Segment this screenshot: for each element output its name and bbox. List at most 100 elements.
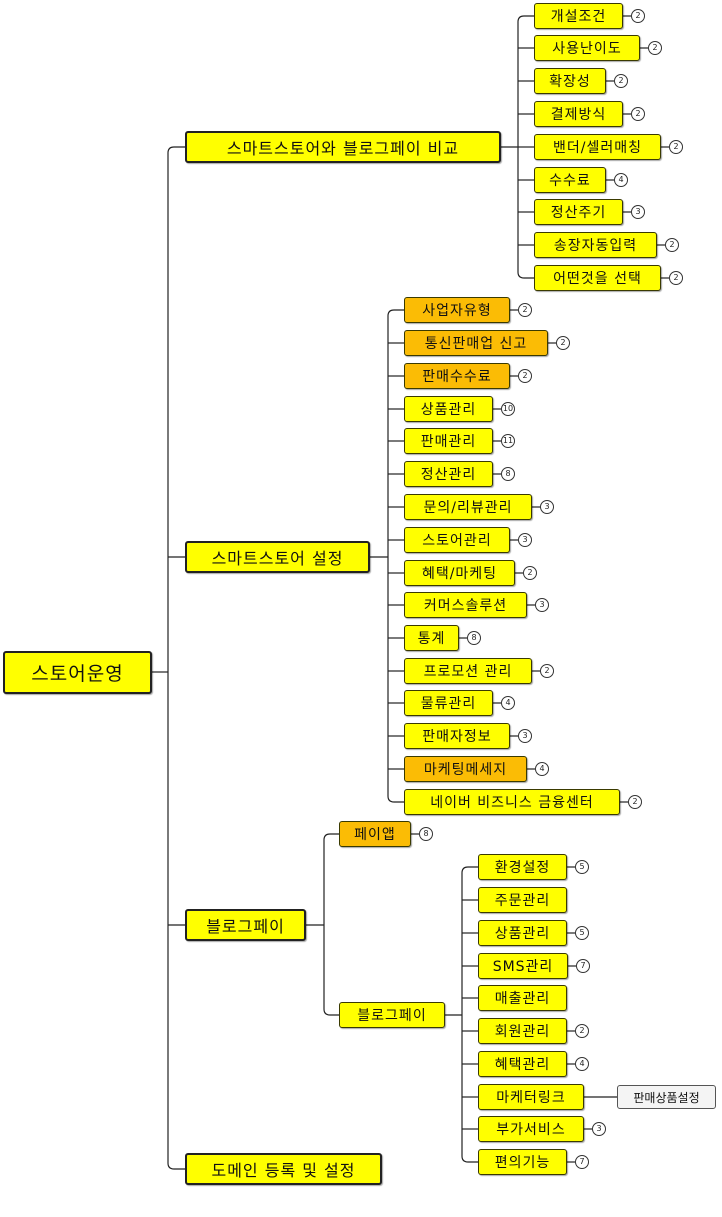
store-setting-item[interactable]: 네이버 비즈니스 금융센터 bbox=[404, 789, 620, 815]
node-label: 스마트스토어 설정 bbox=[211, 549, 344, 568]
blogpay-menu-item[interactable]: 환경설정 bbox=[478, 854, 567, 880]
comparison-item[interactable]: 밴더/셀러매칭 bbox=[534, 134, 661, 160]
child-count-badge[interactable]: 2 bbox=[631, 107, 645, 121]
blogpay-menu-item[interactable]: 마케터링크 bbox=[478, 1084, 584, 1110]
child-count-badge[interactable]: 2 bbox=[575, 1024, 589, 1038]
child-count-badge[interactable]: 2 bbox=[669, 271, 683, 285]
node-label: 스토어관리 bbox=[422, 533, 492, 549]
store-setting-item[interactable]: 상품관리 bbox=[404, 396, 493, 422]
node-label: 사용난이도 bbox=[552, 41, 622, 57]
child-count-badge[interactable]: 8 bbox=[501, 467, 515, 481]
store-setting-item[interactable]: 문의/리뷰관리 bbox=[404, 494, 532, 520]
child-count-badge[interactable]: 2 bbox=[648, 41, 662, 55]
comparison-item[interactable]: 결제방식 bbox=[534, 101, 623, 127]
node-label: 프로모션 관리 bbox=[423, 664, 513, 680]
child-count-badge[interactable]: 4 bbox=[535, 762, 549, 776]
child-count-badge[interactable]: 3 bbox=[518, 533, 532, 547]
connector-line bbox=[387, 795, 404, 803]
child-count-badge[interactable]: 2 bbox=[556, 336, 570, 350]
child-count-badge[interactable]: 2 bbox=[518, 369, 532, 383]
node-label: 결제방식 bbox=[550, 107, 607, 123]
store-setting-item[interactable]: 혜택/마케팅 bbox=[404, 560, 515, 586]
child-count-badge[interactable]: 2 bbox=[669, 140, 683, 154]
child-count-badge[interactable]: 7 bbox=[575, 1155, 589, 1169]
node-label: 통계 bbox=[417, 631, 446, 647]
child-count-badge[interactable]: 2 bbox=[665, 238, 679, 252]
child-count-badge[interactable]: 5 bbox=[575, 926, 589, 940]
store-setting-item[interactable]: 통신판매업 신고 bbox=[404, 330, 548, 356]
child-count-badge[interactable]: 2 bbox=[523, 566, 537, 580]
store-setting-item[interactable]: 정산관리 bbox=[404, 461, 493, 487]
node-label: 통신판매업 신고 bbox=[424, 336, 528, 352]
node-label: 마케터링크 bbox=[496, 1090, 566, 1106]
blogpay-menu-item[interactable]: 주문관리 bbox=[478, 887, 567, 913]
store-setting-item[interactable]: 판매자정보 bbox=[404, 723, 510, 749]
child-count-badge[interactable]: 7 bbox=[576, 959, 590, 973]
blogpay-menu-item[interactable]: 매출관리 bbox=[478, 985, 567, 1011]
blogpay-menu-item[interactable]: 회원관리 bbox=[478, 1018, 567, 1044]
child-count-badge[interactable]: 2 bbox=[631, 9, 645, 23]
child-count-badge[interactable]: 11 bbox=[501, 434, 515, 448]
branch-node[interactable]: 스마트스토어와 블로그페이 비교 bbox=[185, 131, 501, 163]
node-label: 정산관리 bbox=[420, 467, 477, 483]
comparison-item[interactable]: 사용난이도 bbox=[534, 35, 640, 61]
child-count-badge[interactable]: 2 bbox=[628, 795, 642, 809]
child-count-badge[interactable]: 2 bbox=[518, 303, 532, 317]
child-count-badge[interactable]: 3 bbox=[535, 598, 549, 612]
blogpay-menu-item[interactable]: SMS관리 bbox=[478, 953, 568, 979]
branch-node[interactable]: 블로그페이 bbox=[185, 909, 306, 941]
child-count-badge[interactable]: 3 bbox=[631, 205, 645, 219]
sale-product-setting-note[interactable]: 판매상품설정 bbox=[617, 1085, 716, 1109]
connector-line bbox=[167, 146, 185, 154]
store-setting-item[interactable]: 마케팅메세지 bbox=[404, 756, 527, 782]
comparison-item[interactable]: 수수료 bbox=[534, 167, 606, 193]
blogpay-menu-item[interactable]: 편의기능 bbox=[478, 1149, 567, 1175]
child-count-badge[interactable]: 8 bbox=[419, 827, 433, 841]
store-setting-item[interactable]: 커머스솔루션 bbox=[404, 592, 527, 618]
comparison-item[interactable]: 개설조건 bbox=[534, 3, 623, 29]
branch-node[interactable]: 스마트스토어 설정 bbox=[185, 541, 370, 573]
child-count-badge[interactable]: 8 bbox=[467, 631, 481, 645]
comparison-item[interactable]: 확장성 bbox=[534, 68, 606, 94]
comparison-item[interactable]: 어떤것을 선택 bbox=[534, 265, 661, 291]
node-label: 상품관리 bbox=[494, 926, 551, 942]
child-count-badge[interactable]: 2 bbox=[540, 664, 554, 678]
node-label: 스토어운영 bbox=[31, 662, 124, 685]
node-label: 판매수수료 bbox=[422, 369, 492, 385]
blogpay-node[interactable]: 블로그페이 bbox=[339, 1002, 445, 1028]
child-count-badge[interactable]: 10 bbox=[501, 402, 515, 416]
store-setting-item[interactable]: 통계 bbox=[404, 625, 459, 651]
child-count-badge[interactable]: 4 bbox=[614, 173, 628, 187]
payapp-node[interactable]: 페이앱 bbox=[339, 821, 411, 847]
store-setting-item[interactable]: 물류관리 bbox=[404, 690, 493, 716]
blogpay-menu-item[interactable]: 부가서비스 bbox=[478, 1116, 584, 1142]
store-setting-item[interactable]: 판매관리 bbox=[404, 428, 493, 454]
connector-line bbox=[517, 271, 534, 279]
child-count-badge[interactable]: 4 bbox=[501, 696, 515, 710]
store-setting-item[interactable]: 스토어관리 bbox=[404, 527, 510, 553]
node-label: 개설조건 bbox=[550, 9, 607, 25]
store-setting-item[interactable]: 판매수수료 bbox=[404, 363, 510, 389]
connector-line bbox=[323, 1008, 339, 1016]
store-setting-item[interactable]: 사업자유형 bbox=[404, 297, 510, 323]
child-count-badge[interactable]: 3 bbox=[540, 500, 554, 514]
node-label: 도메인 등록 및 설정 bbox=[211, 1161, 356, 1180]
comparison-item[interactable]: 정산주기 bbox=[534, 199, 623, 225]
store-setting-item[interactable]: 프로모션 관리 bbox=[404, 658, 532, 684]
root-node[interactable]: 스토어운영 bbox=[3, 650, 152, 694]
blogpay-menu-item[interactable]: 상품관리 bbox=[478, 920, 567, 946]
child-count-badge[interactable]: 3 bbox=[592, 1122, 606, 1136]
child-count-badge[interactable]: 4 bbox=[575, 1057, 589, 1071]
comparison-item[interactable]: 송장자동입력 bbox=[534, 232, 657, 258]
child-count-badge[interactable]: 3 bbox=[518, 729, 532, 743]
connector-line bbox=[323, 833, 339, 841]
node-label: 밴더/셀러매칭 bbox=[553, 140, 642, 156]
node-label: 확장성 bbox=[549, 74, 591, 90]
node-label: 부가서비스 bbox=[496, 1122, 566, 1138]
child-count-badge[interactable]: 2 bbox=[614, 74, 628, 88]
branch-node[interactable]: 도메인 등록 및 설정 bbox=[185, 1153, 382, 1185]
node-label: 송장자동입력 bbox=[553, 238, 638, 254]
child-count-badge[interactable]: 5 bbox=[575, 860, 589, 874]
blogpay-menu-item[interactable]: 혜택관리 bbox=[478, 1051, 567, 1077]
